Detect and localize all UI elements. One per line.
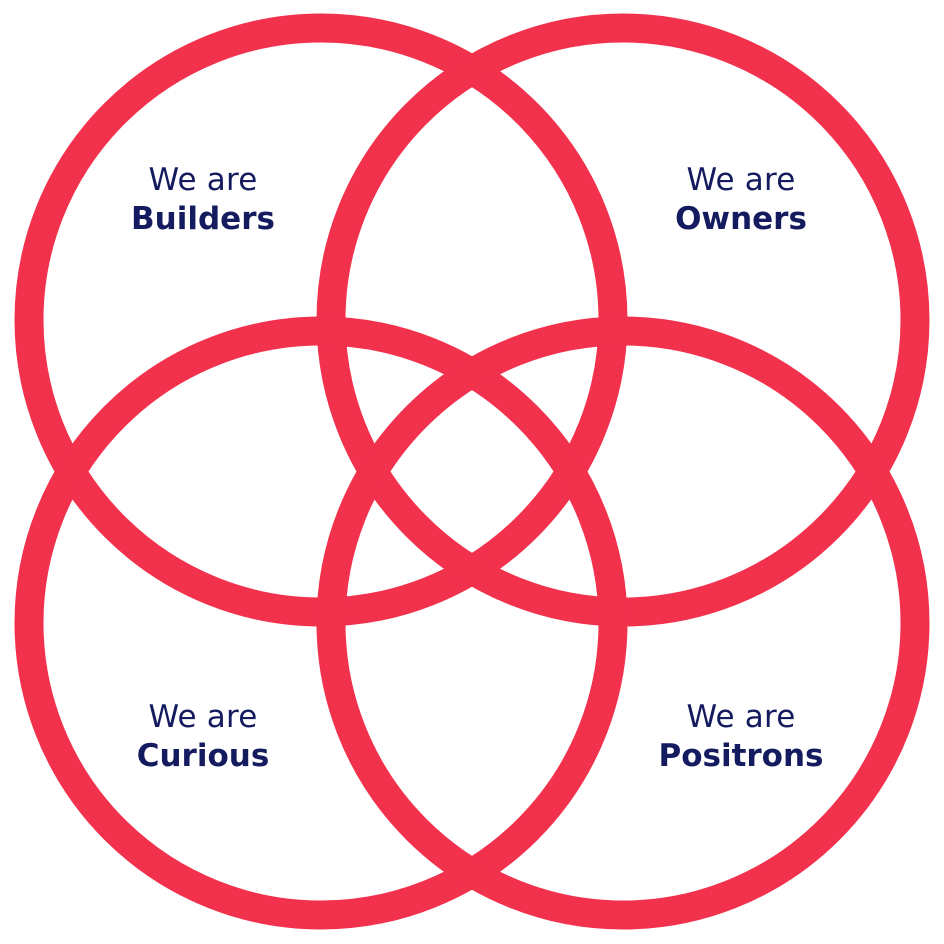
builders-name: Builders bbox=[131, 200, 275, 237]
ring-positrons bbox=[316, 316, 930, 930]
curious-name: Curious bbox=[136, 737, 270, 774]
positrons-label: We are Positrons bbox=[621, 699, 861, 774]
ring-curious bbox=[14, 316, 628, 930]
owners-label: We are Owners bbox=[621, 162, 861, 237]
positrons-name: Positrons bbox=[658, 737, 824, 774]
builders-label: We are Builders bbox=[83, 162, 323, 237]
curious-prefix: We are bbox=[148, 699, 258, 735]
owners-name: Owners bbox=[675, 200, 807, 237]
builders-prefix: We are bbox=[148, 162, 258, 198]
owners-prefix: We are bbox=[686, 162, 796, 198]
curious-label: We are Curious bbox=[83, 699, 323, 774]
positrons-prefix: We are bbox=[686, 699, 796, 735]
